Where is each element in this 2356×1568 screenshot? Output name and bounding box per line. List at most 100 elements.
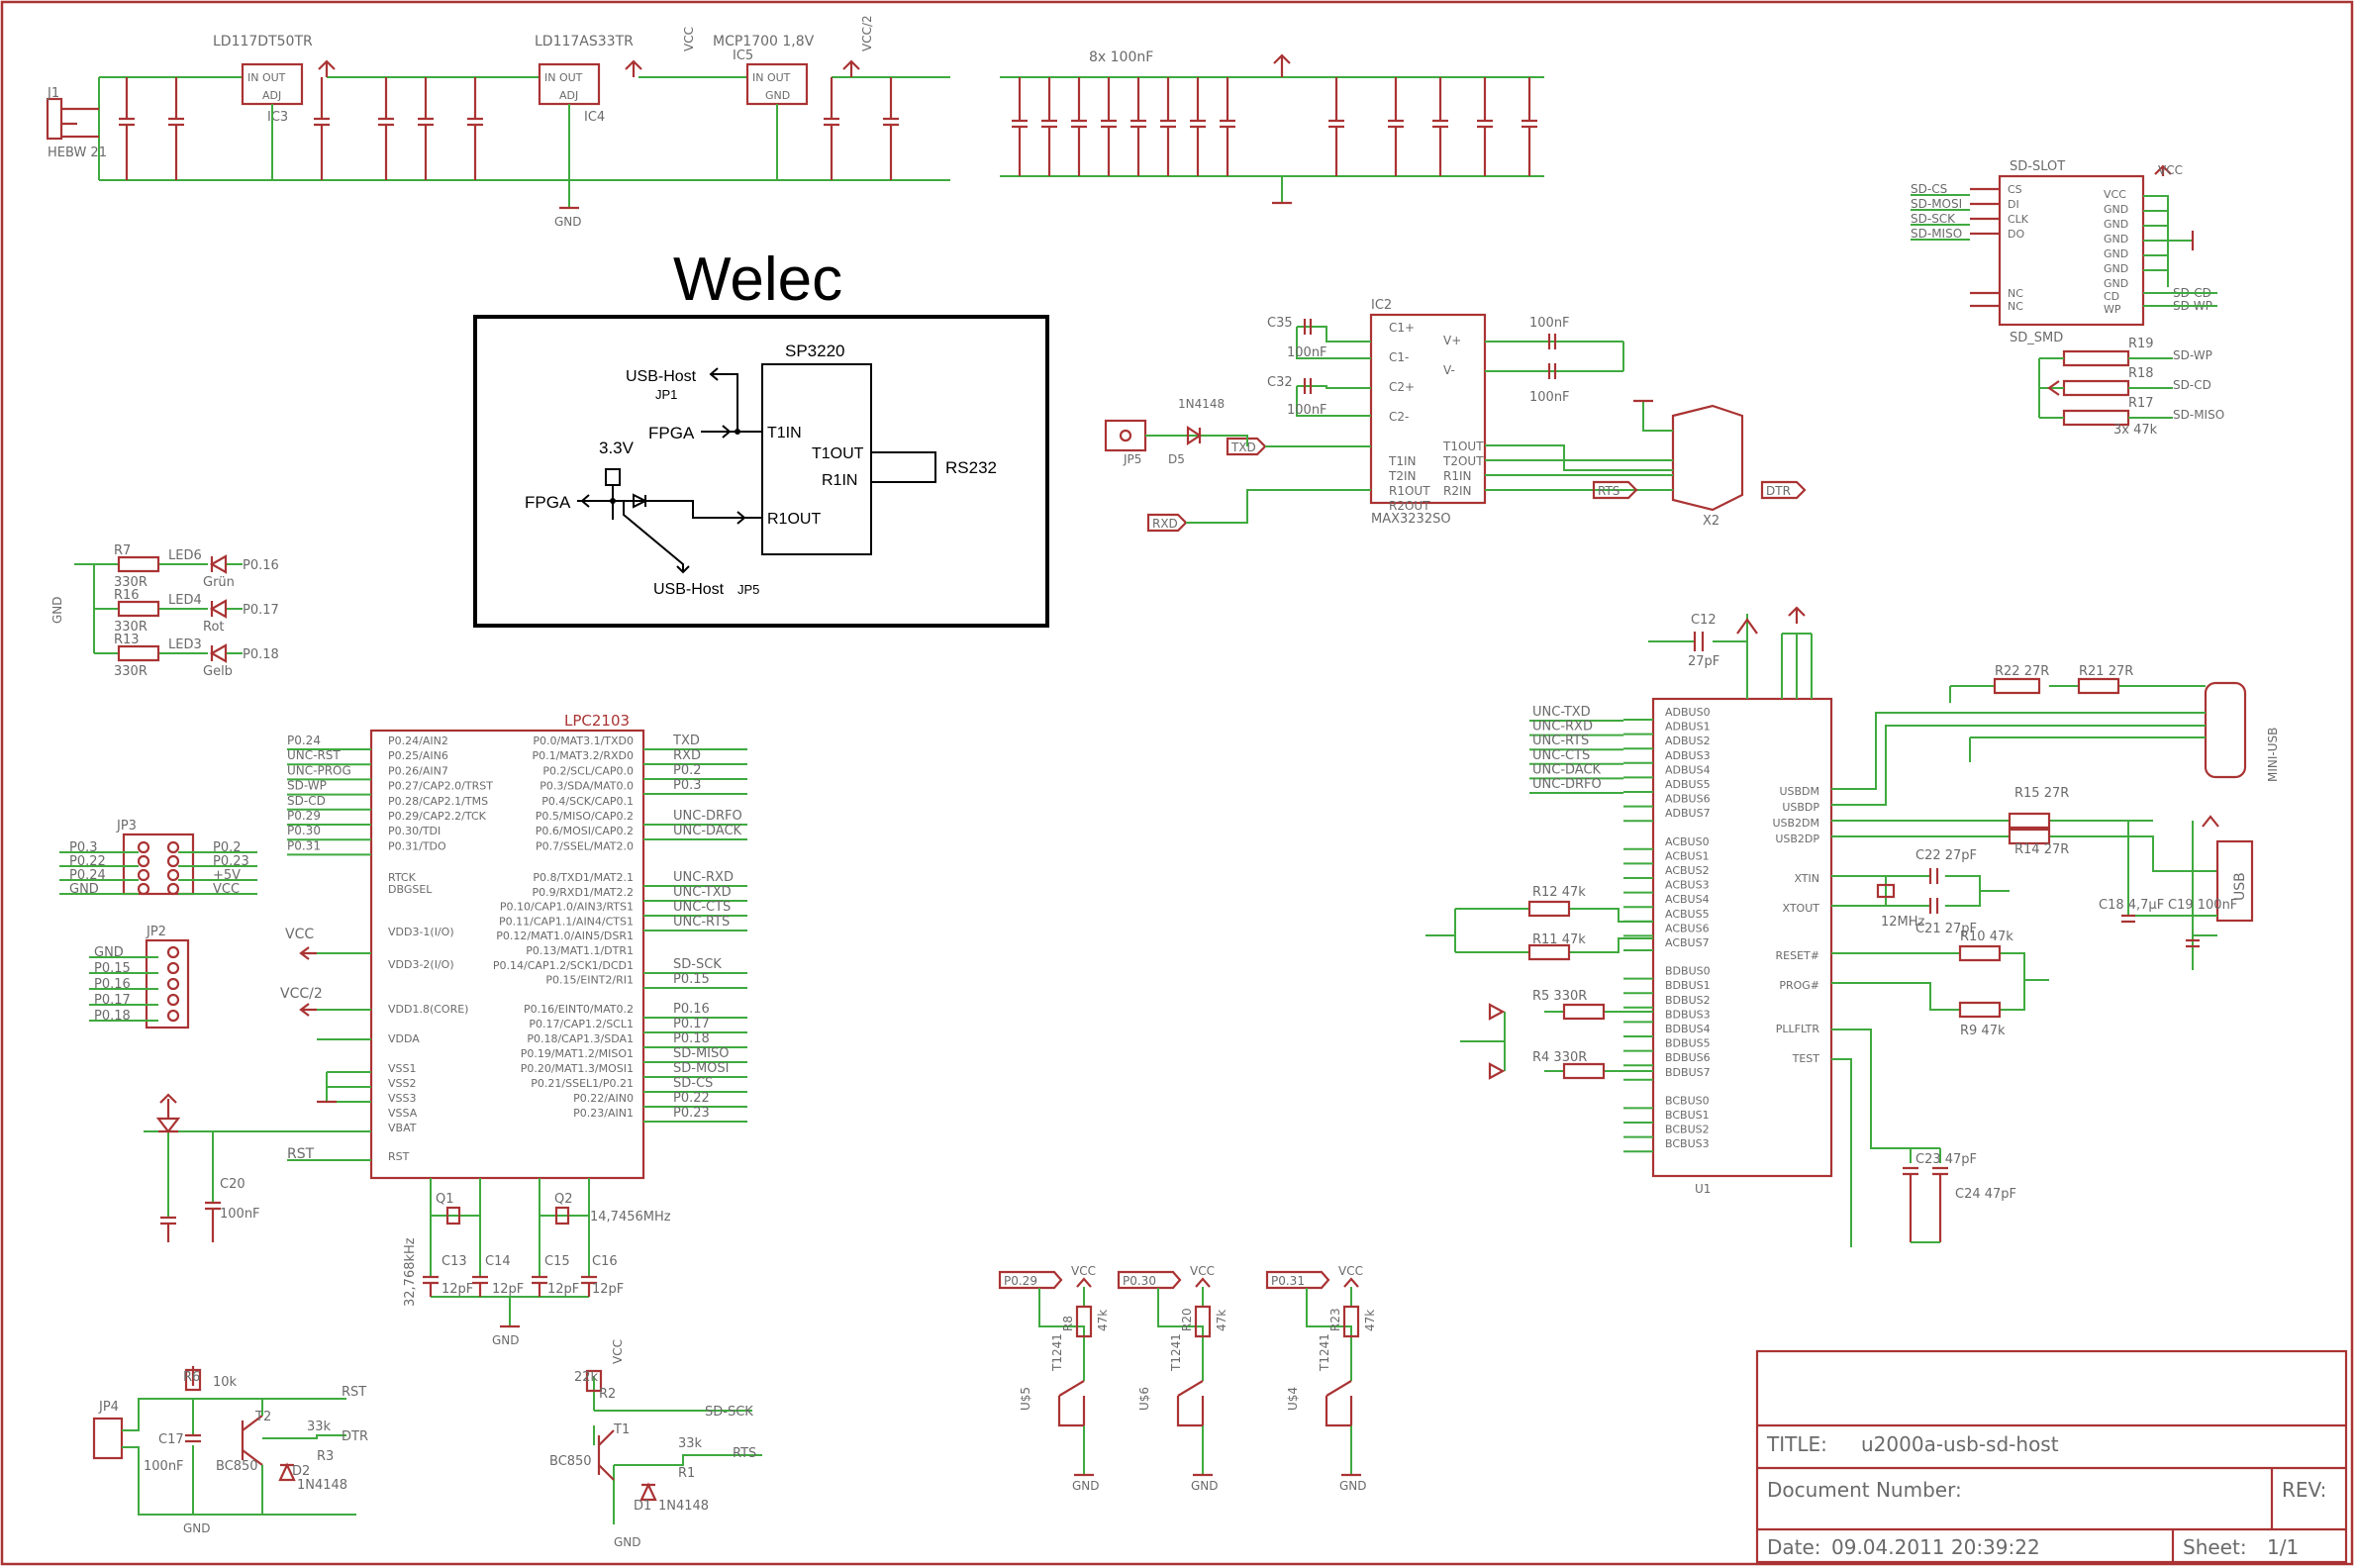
svg-text:C20: C20 <box>220 1177 245 1192</box>
t1-gnd: GND <box>614 1535 641 1549</box>
max-pin-6: R1OUT <box>1389 484 1430 498</box>
c16-val: 12pF <box>592 1282 624 1297</box>
lpc-rpin-11: P0.11/CAP1.1/AIN4/CTS1 <box>499 915 634 928</box>
ft-rpin-2: USB2DM <box>1772 817 1819 830</box>
r1out-label: R1OUT <box>767 511 821 528</box>
ft-lpin-24: BCBUS0 <box>1665 1094 1710 1107</box>
lpc-lnet-6: P0.30 <box>287 824 321 837</box>
svg-text:ADJ: ADJ <box>559 89 578 102</box>
svg-text:IN OUT: IN OUT <box>544 71 583 84</box>
sd-rpin-5: GND <box>2104 262 2128 275</box>
r6-ref: R6 <box>183 1370 200 1385</box>
lpc-rpin-4: P0.4/SCK/CAP0.1 <box>541 795 634 808</box>
date-value: 09.04.2011 20:39:22 <box>1831 1535 2040 1559</box>
lpc-mpin-6: VSS1 <box>388 1062 417 1075</box>
lpc-rnet-4: UNC-DRFO <box>673 809 742 824</box>
lpc-rnet-17: SD-CS <box>673 1076 713 1091</box>
ft-lnet-0: UNC-TXD <box>1532 705 1591 720</box>
ft-rpin-3: USB2DP <box>1775 833 1819 845</box>
power-section: J1 HEBW 21 IN OUT ADJ LD117DT50TR IC3 IN… <box>46 15 1544 229</box>
ft2232-section: U1 ADBUS0ADBUS1ADBUS2ADBUS3ADBUS4ADBUS5A… <box>1425 606 2280 1247</box>
db9-connector <box>1671 404 1744 512</box>
c21: C21 27pF <box>1915 922 1977 936</box>
max-rpin-4: R1IN <box>1443 469 1472 483</box>
svg-text:ADJ: ADJ <box>262 89 281 102</box>
lpc-rnet-12: P0.16 <box>673 1002 710 1017</box>
btn-r47k-1: 47k <box>1215 1310 1228 1331</box>
ft-lpin-7: ADBUS7 <box>1665 807 1711 820</box>
btn-part-0: T1241 <box>1050 1333 1064 1372</box>
lpc-ref: LPC2103 <box>564 712 630 730</box>
svg-text:Q1: Q1 <box>436 1192 454 1207</box>
sd-pin-di: DI <box>2008 198 2019 211</box>
lpc-rnet-8: UNC-CTS <box>673 900 731 915</box>
sd-res-val: 3x 47k <box>2113 423 2158 438</box>
lpc-lnet-2: UNC-PROG <box>287 763 351 777</box>
r12: R12 47k <box>1532 885 1586 900</box>
lpc-mpin-4: VDD1.8(CORE) <box>388 1003 468 1016</box>
lpc-rpin-17: P0.17/CAP1.2/SCL1 <box>529 1018 634 1030</box>
led-ref-2: LED3 <box>168 637 202 652</box>
usb-host-jp1: USB-Host <box>626 368 697 385</box>
btn-part-2: T1241 <box>1318 1333 1331 1372</box>
lpc-lnet-0: P0.24 <box>287 734 321 747</box>
lpc-mpin-11: RST <box>388 1150 410 1163</box>
ft-lpin-12: ACBUS4 <box>1665 893 1710 906</box>
svg-text:C32: C32 <box>1267 375 1293 390</box>
ft-lpin-13: ACBUS5 <box>1665 908 1710 921</box>
d5-type: 1N4148 <box>1178 397 1225 411</box>
svg-text:100nF: 100nF <box>1287 403 1327 418</box>
ft-lpin-18: BDBUS2 <box>1665 994 1711 1007</box>
v33-label: 3.3V <box>599 439 635 457</box>
btn-gnd-2: GND <box>1339 1479 1367 1493</box>
sd-pin-cs: CS <box>2008 183 2022 196</box>
lpc-rpin-18: P0.18/CAP1.3/SDA1 <box>527 1032 634 1045</box>
btn-sw-1: U$6 <box>1137 1387 1151 1411</box>
led-net-2: P0.18 <box>243 647 279 662</box>
t2-ref: T2 <box>254 1410 271 1424</box>
sp3220-chip <box>761 363 872 555</box>
btn-net-2: P0.31 <box>1271 1274 1305 1288</box>
ft-lpin-25: BCBUS1 <box>1665 1109 1710 1122</box>
jp3-box <box>122 833 195 896</box>
vcc-label-1: VCC <box>682 27 696 51</box>
date-label: Date: <box>1767 1535 1821 1559</box>
lpc-lnet-5: P0.29 <box>287 809 321 823</box>
t2-part: BC850 <box>216 1459 258 1474</box>
max-rpin-1: V- <box>1443 363 1455 377</box>
ft-rpin-4: XTIN <box>1794 872 1819 885</box>
lpc-rnet-0: TXD <box>672 734 700 748</box>
led-net-1: P0.17 <box>243 603 279 618</box>
lpc-rpin-3: P0.3/SDA/MAT0.0 <box>540 780 634 793</box>
c18: C23 47pF <box>1915 1152 1977 1167</box>
lpc-mpin-2: VDD3-1(I/O) <box>388 926 454 938</box>
lpc-rpin-2: P0.2/SCL/CAP0.0 <box>542 764 634 777</box>
lpc-lpin-4: P0.28/CAP2.1/TMS <box>388 795 488 808</box>
sd-pin-clk: CLK <box>2008 213 2029 226</box>
led-resv-0: 330R <box>114 575 147 590</box>
ft-lpin-15: ACBUS7 <box>1665 936 1710 949</box>
r6-val: 10k <box>213 1375 238 1390</box>
lpc-lpin-7: P0.31/TDO <box>388 839 446 852</box>
t1in-label: T1IN <box>767 425 802 441</box>
r5: R5 330R <box>1532 989 1587 1004</box>
sd-net-0: SD-CS <box>1911 182 1947 196</box>
ft-lnet-4: UNC-DACK <box>1532 762 1602 777</box>
lpc-rst-net: RST <box>287 1146 315 1162</box>
lpc-lpin-1: P0.25/AIN6 <box>388 749 448 762</box>
max-pin-4: T1IN <box>1388 454 1416 468</box>
lpc-rpin-0: P0.0/MAT3.1/TXD0 <box>533 735 634 747</box>
max-rpin-3: T2OUT <box>1442 454 1484 468</box>
c12-ref: C12 <box>1691 613 1717 628</box>
led-resv-2: 330R <box>114 664 147 679</box>
lpc-rnet-13: P0.17 <box>673 1017 710 1031</box>
max-part: MAX3232SO <box>1371 512 1451 527</box>
lpc-mpin-3: VDD3-2(I/O) <box>388 958 454 971</box>
ft-lpin-23: BDBUS7 <box>1665 1066 1711 1079</box>
crystal-12mhz: 12MHz <box>1881 915 1925 930</box>
r1in-label: R1IN <box>822 472 857 489</box>
btn-r-0: R8 <box>1061 1316 1075 1331</box>
reg3-ref: IC5 <box>733 49 753 63</box>
